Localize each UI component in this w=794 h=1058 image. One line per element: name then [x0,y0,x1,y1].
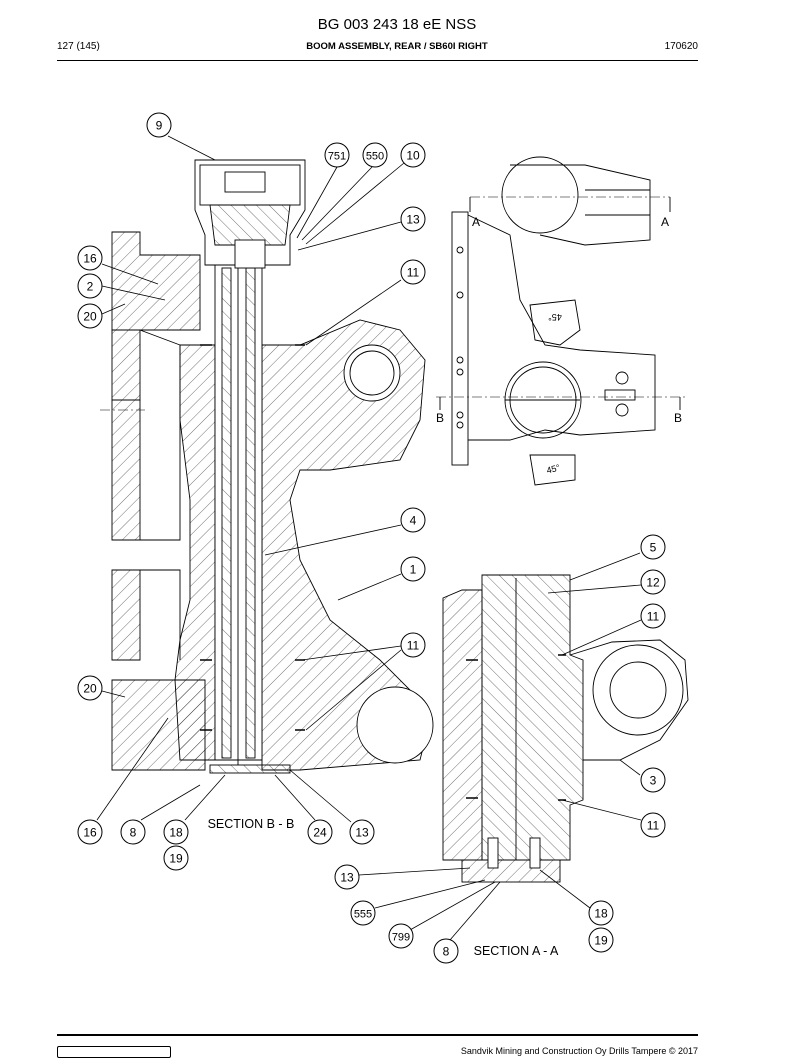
footer-rule [57,1034,698,1036]
svg-text:10: 10 [406,149,420,163]
callout-20-top: 20 [77,303,103,329]
svg-text:20: 20 [83,682,97,696]
callout-2: 2 [77,273,103,299]
callout-550: 550 [362,142,388,168]
section-aa-view [442,574,689,883]
callout-13-bottom: 13 [334,864,360,890]
svg-text:8: 8 [130,826,137,840]
callout-10: 10 [400,142,426,168]
svg-text:11: 11 [407,639,420,653]
svg-text:12: 12 [646,576,660,590]
callout-8-left: 8 [120,819,146,845]
svg-text:24: 24 [313,826,327,840]
svg-text:9: 9 [156,119,163,133]
svg-text:8: 8 [443,945,450,959]
sandvik-logo [57,1046,171,1058]
callout-19-left: 19 [163,845,189,871]
document-code: 170620 [664,41,698,52]
svg-text:2: 2 [87,280,94,294]
svg-text:13: 13 [355,826,369,840]
callout-19-right: 19 [588,927,614,953]
callout-11-d: 11 [640,812,666,838]
page-reference: 127 (145) [57,41,100,52]
callout-20-bottom: 20 [77,675,103,701]
callout-24: 24 [307,819,333,845]
svg-text:16: 16 [83,252,97,266]
callout-11-a: 11 [400,259,426,285]
cut-label-b-left: B [436,411,444,425]
callout-8-right: 8 [433,938,459,964]
callout-18-right: 18 [588,900,614,926]
callout-16-bottom: 16 [77,819,103,845]
callout-16-top: 16 [77,245,103,271]
cut-label-a-right: A [661,215,669,229]
svg-text:16: 16 [83,826,97,840]
callout-11-b: 11 [640,603,666,629]
svg-text:550: 550 [366,151,384,163]
cut-label-a-left: A [472,215,480,229]
section-title: BOOM ASSEMBLY, REAR / SB60I RIGHT [306,41,488,52]
svg-text:11: 11 [407,266,420,280]
svg-text:11: 11 [647,610,660,624]
top-view [436,156,686,486]
svg-text:751: 751 [328,151,346,163]
callout-3: 3 [640,767,666,793]
callout-4: 4 [400,507,426,533]
svg-text:3: 3 [650,774,657,788]
callouts: 9 751 550 10 13 16 2 11 20 4 5 1 12 11 1… [77,112,666,964]
svg-text:4: 4 [410,514,417,528]
section-bb-label: SECTION B - B [208,817,295,831]
angle-mark-top: 45° [548,312,562,322]
callout-9: 9 [146,112,172,138]
callout-751: 751 [324,142,350,168]
callout-13-mid: 13 [349,819,375,845]
svg-text:13: 13 [340,871,354,885]
svg-text:19: 19 [169,852,183,866]
svg-text:18: 18 [169,826,183,840]
cut-label-b-right: B [674,411,682,425]
section-aa-label: SECTION A - A [474,944,559,958]
document-title: BG 003 243 18 eE NSS [317,16,477,33]
svg-text:5: 5 [650,541,657,555]
header-rule [57,60,698,61]
angle-mark-bottom: 45° [545,462,561,475]
callout-11-c: 11 [400,632,426,658]
svg-text:799: 799 [392,932,410,944]
svg-text:13: 13 [406,213,420,227]
svg-text:19: 19 [594,934,608,948]
leader-lines [96,135,642,941]
svg-text:11: 11 [647,819,660,833]
callout-13-top: 13 [400,206,426,232]
svg-text:1: 1 [410,563,417,577]
svg-text:555: 555 [354,909,372,921]
callout-1: 1 [400,556,426,582]
footer-copyright: Sandvik Mining and Construction Oy Drill… [460,1046,698,1056]
callout-555: 555 [350,900,376,926]
svg-text:18: 18 [594,907,608,921]
svg-text:20: 20 [83,310,97,324]
callout-5: 5 [640,534,666,560]
section-bb-view [100,159,434,774]
callout-12: 12 [640,569,666,595]
callout-799: 799 [388,923,414,949]
callout-18-left: 18 [163,819,189,845]
